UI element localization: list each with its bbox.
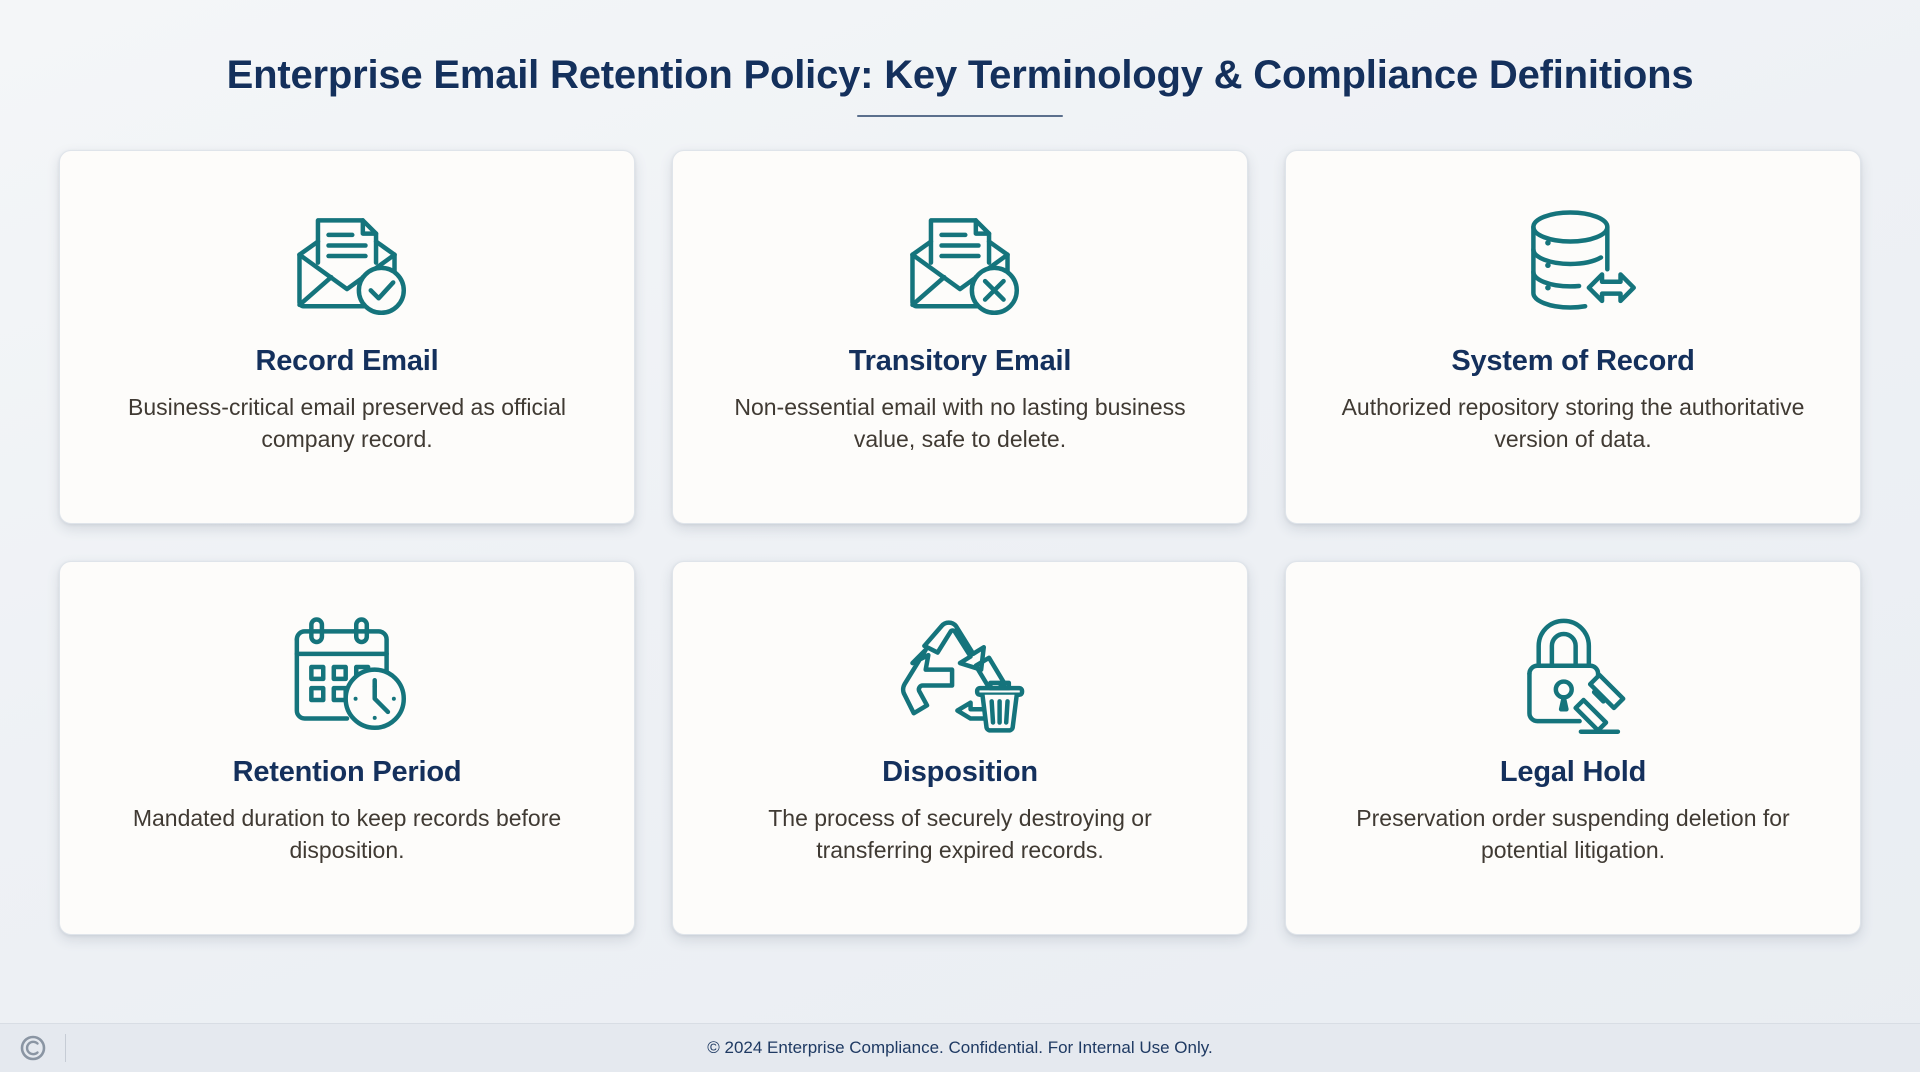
copyright-c-logo (20, 1035, 46, 1061)
card-title: Retention Period (232, 756, 462, 788)
footer-divider (65, 1034, 66, 1062)
card-description: Preservation order suspending deletion f… (1356, 805, 1790, 863)
card-title: Record Email (255, 345, 439, 377)
card-description: The process of securely destroying or tr… (768, 805, 1152, 863)
card-transitory-email[interactable]: Transitory Email Non-essential email wit… (672, 150, 1248, 524)
footer-logo-group (18, 1033, 66, 1063)
card-system-of-record[interactable]: System of Record Authorized repository s… (1285, 150, 1861, 524)
page-footer: © 2024 Enterprise Compliance. Confidenti… (0, 1023, 1920, 1072)
envelope-document-x-icon (894, 185, 1026, 335)
title-divider (857, 115, 1063, 117)
recycle-trash-icon (894, 596, 1026, 746)
card-legal-hold[interactable]: Legal Hold Preservation order suspending… (1285, 561, 1861, 935)
envelope-document-check-icon (281, 185, 413, 335)
card-description: Business-critical email preserved as off… (127, 394, 567, 452)
page-header: Enterprise Email Retention Policy: Key T… (0, 0, 1920, 117)
calendar-clock-icon (281, 596, 413, 746)
card-title: Transitory Email (848, 345, 1072, 377)
card-title: System of Record (1451, 345, 1695, 377)
card-retention-period[interactable]: Retention Period Mandated duration to ke… (59, 561, 635, 935)
terminology-card-grid: Record Email Business-critical email pre… (59, 150, 1861, 935)
page-title: Enterprise Email Retention Policy: Key T… (226, 53, 1694, 97)
card-record-email[interactable]: Record Email Business-critical email pre… (59, 150, 635, 524)
card-title: Legal Hold (1499, 756, 1647, 788)
card-disposition[interactable]: Disposition The process of securely dest… (672, 561, 1248, 935)
database-exchange-icon (1507, 185, 1639, 335)
card-description: Non-essential email with no lasting busi… (734, 394, 1186, 452)
card-title: Disposition (882, 756, 1038, 788)
padlock-gavel-icon (1507, 596, 1639, 746)
footer-copyright: © 2024 Enterprise Compliance. Confidenti… (707, 1038, 1213, 1057)
card-description: Authorized repository storing the author… (1341, 394, 1805, 452)
card-description: Mandated duration to keep records before… (132, 805, 562, 863)
